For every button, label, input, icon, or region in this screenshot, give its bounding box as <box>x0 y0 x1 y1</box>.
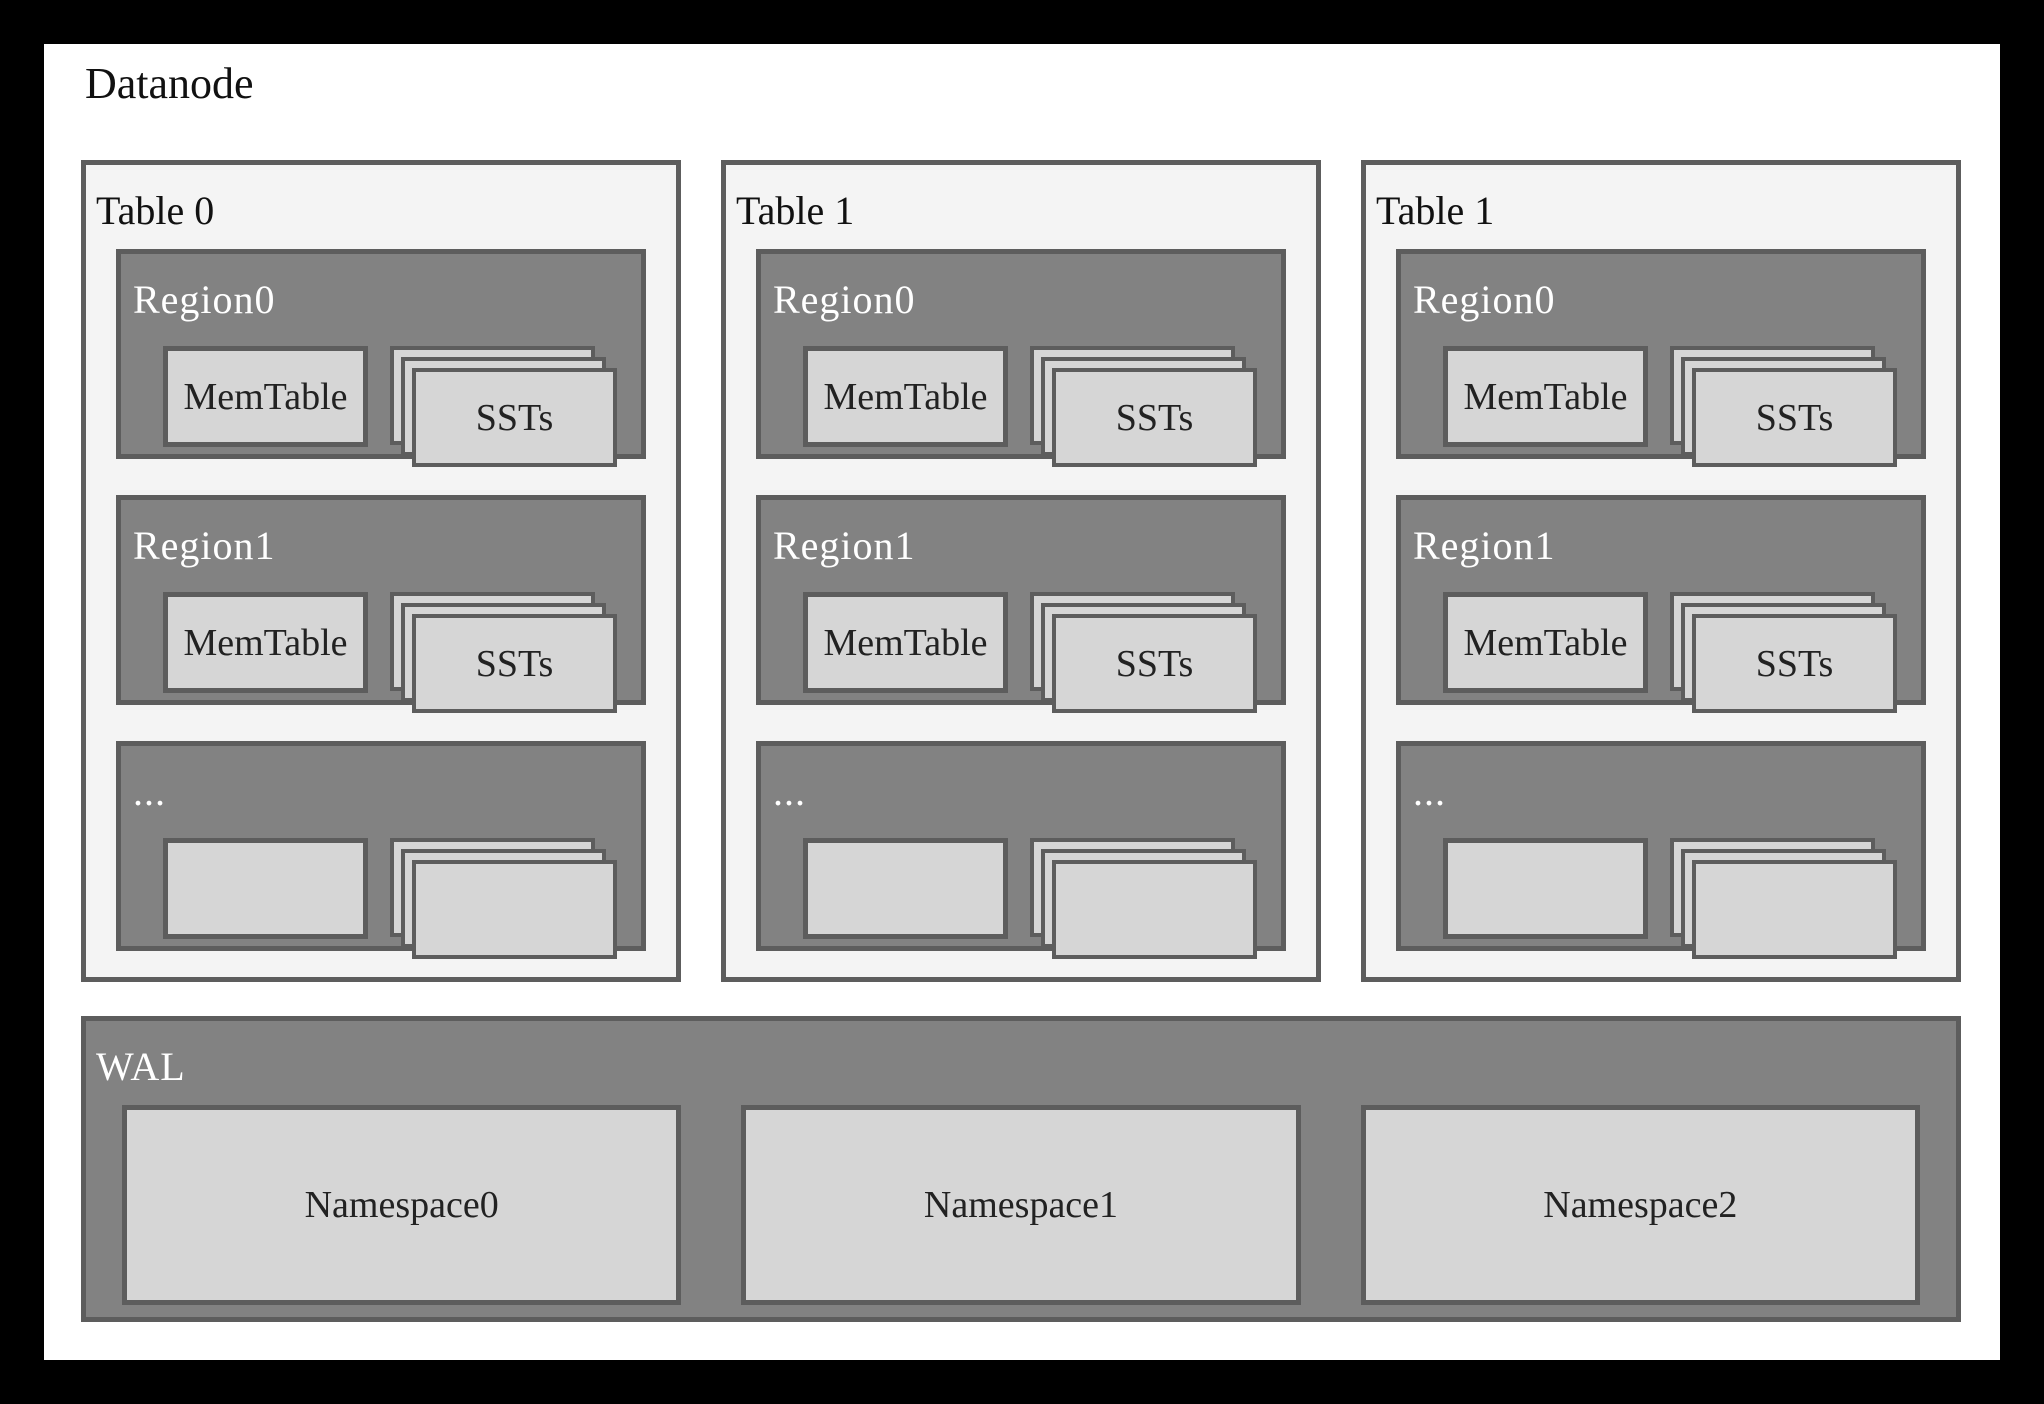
region-label: Region1 <box>773 523 916 568</box>
ssts-box: SSTs <box>1052 614 1257 713</box>
ssts-box: SSTs <box>412 614 617 713</box>
table-box-1: Table 1 Region0 MemTable SSTs Region1 Me… <box>721 160 1321 982</box>
ssts-box-empty <box>1052 860 1257 959</box>
region-label: Region0 <box>1413 277 1556 322</box>
ssts-box: SSTs <box>412 368 617 467</box>
region-label: Region1 <box>1413 523 1556 568</box>
ssts-box: SSTs <box>1692 614 1897 713</box>
region-content: MemTable SSTs <box>761 592 1281 713</box>
region-box: Region0 MemTable SSTs <box>116 249 646 467</box>
memtable-box: MemTable <box>803 592 1008 693</box>
table-title: Table 1 <box>1376 188 1495 233</box>
datanode-container: Datanode Table 0 Region0 MemTable SSTs R… <box>44 44 2000 1360</box>
memtable-box: MemTable <box>163 592 368 693</box>
region-box-ellipsis: ... <box>756 741 1286 959</box>
memtable-box-empty <box>163 838 368 939</box>
region-content: MemTable SSTs <box>1401 346 1921 467</box>
ssts-stack: SSTs <box>390 592 617 713</box>
memtable-box-empty <box>1443 838 1648 939</box>
region-ellipsis-label: ... <box>773 769 806 814</box>
table-box-0: Table 0 Region0 MemTable SSTs Region1 Me… <box>81 160 681 982</box>
region-box: Region1 MemTable SSTs <box>756 495 1286 713</box>
wal-label: WAL <box>96 1044 186 1089</box>
ssts-stack: SSTs <box>1030 592 1257 713</box>
region-content: MemTable SSTs <box>121 346 641 467</box>
namespace-box-1: Namespace1 <box>741 1105 1301 1305</box>
ssts-stack-empty <box>1030 838 1257 959</box>
memtable-box: MemTable <box>1443 346 1648 447</box>
region-content: MemTable SSTs <box>121 592 641 713</box>
tables-row: Table 0 Region0 MemTable SSTs Region1 Me… <box>81 160 1961 982</box>
region-content: MemTable SSTs <box>1401 592 1921 713</box>
table-title: Table 1 <box>736 188 855 233</box>
region-box: Region0 MemTable SSTs <box>1396 249 1926 467</box>
memtable-box-empty <box>803 838 1008 939</box>
table-title: Table 0 <box>96 188 215 233</box>
region-box: Region1 MemTable SSTs <box>1396 495 1926 713</box>
region-label: Region1 <box>133 523 276 568</box>
memtable-box: MemTable <box>803 346 1008 447</box>
region-content <box>121 838 641 959</box>
namespaces-row: Namespace0 Namespace1 Namespace2 <box>122 1105 1920 1305</box>
ssts-stack: SSTs <box>1030 346 1257 467</box>
ssts-stack-empty <box>390 838 617 959</box>
memtable-box: MemTable <box>163 346 368 447</box>
ssts-stack-empty <box>1670 838 1897 959</box>
region-box: Region0 MemTable SSTs <box>756 249 1286 467</box>
ssts-box-empty <box>412 860 617 959</box>
ssts-box: SSTs <box>1692 368 1897 467</box>
region-label: Region0 <box>133 277 276 322</box>
region-content: MemTable SSTs <box>761 346 1281 467</box>
region-box: Region1 MemTable SSTs <box>116 495 646 713</box>
ssts-box: SSTs <box>1052 368 1257 467</box>
table-box-2: Table 1 Region0 MemTable SSTs Region1 Me… <box>1361 160 1961 982</box>
namespace-box-2: Namespace2 <box>1360 1105 1920 1305</box>
ssts-stack: SSTs <box>390 346 617 467</box>
memtable-box: MemTable <box>1443 592 1648 693</box>
region-ellipsis-label: ... <box>1413 769 1446 814</box>
region-box-ellipsis: ... <box>116 741 646 959</box>
region-box-ellipsis: ... <box>1396 741 1926 959</box>
datanode-title: Datanode <box>85 59 254 108</box>
namespace-box-0: Namespace0 <box>122 1105 682 1305</box>
region-ellipsis-label: ... <box>133 769 166 814</box>
wal-box: WAL Namespace0 Namespace1 Namespace2 <box>81 1016 1961 1322</box>
ssts-stack: SSTs <box>1670 592 1897 713</box>
ssts-box-empty <box>1692 860 1897 959</box>
ssts-stack: SSTs <box>1670 346 1897 467</box>
region-label: Region0 <box>773 277 916 322</box>
region-content <box>761 838 1281 959</box>
region-content <box>1401 838 1921 959</box>
